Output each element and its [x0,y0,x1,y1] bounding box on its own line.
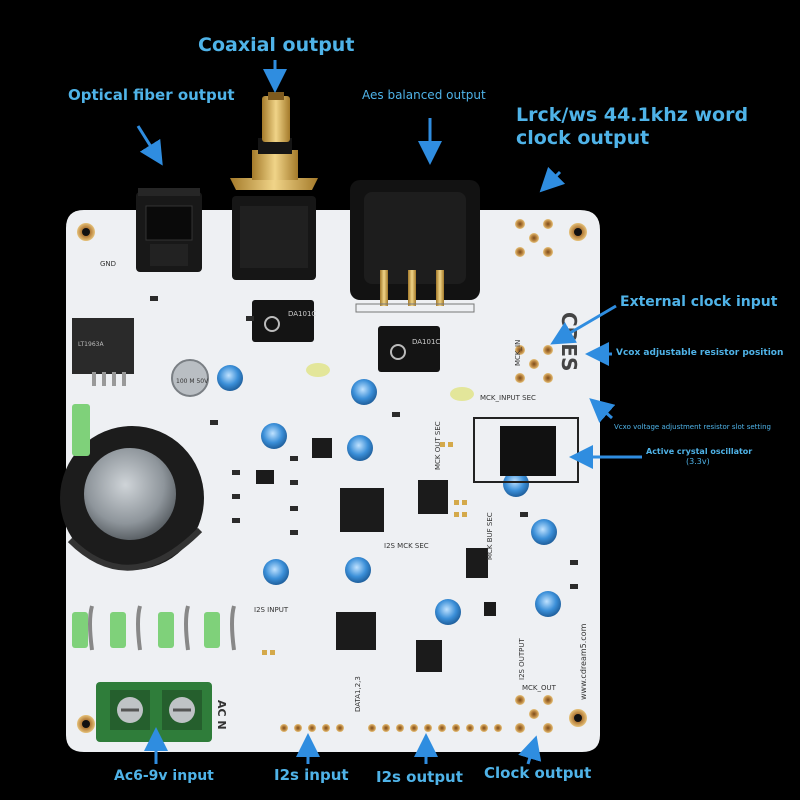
svg-text:I2S MCK SEC: I2S MCK SEC [384,542,429,550]
label-i2s-out: I2s output [376,768,463,786]
voltage-regulator: LT1963A [72,318,134,386]
label-vcox-pos: Vcox adjustable resistor position [616,348,784,358]
svg-text:MCK OUT SEC: MCK OUT SEC [434,421,442,470]
label-ext-clock: External clock input [620,294,778,310]
label-clock-out: Clock output [484,764,592,782]
svg-text:MCK_IN: MCK_IN [514,340,522,366]
svg-text:DATA1,2,3: DATA1,2,3 [354,676,362,712]
svg-text:AC N: AC N [215,700,228,730]
power-terminal [96,682,212,742]
i2s-output-header [368,724,502,732]
ic-chips [256,438,496,672]
arrow-vcox-slot [589,398,616,423]
label-aes: Aes balanced output [362,88,486,102]
svg-text:LT1963A: LT1963A [78,341,104,348]
smd-resistors [150,296,578,589]
label-vcox-slot: Vcxo voltage adjustment resistor slot se… [614,423,772,431]
silkscreen: CDES www.cdream5.com AC N GND MCK_IN MCK… [100,260,588,730]
label-osc-2: (3.3v) [686,457,710,466]
silver-capacitor: 100 M 50V [171,359,209,397]
pcb-board [66,210,600,752]
transformer-right: DA101C [378,326,440,372]
svg-text:I2S OUTPUT: I2S OUTPUT [518,638,526,680]
arrow-clock-out [518,735,542,765]
arrow-lrck [539,166,566,193]
svg-text:100 M 50V: 100 M 50V [176,378,209,385]
svg-text:GND: GND [100,260,116,268]
label-optical: Optical fiber output [68,86,235,104]
blue-capacitors [217,365,561,625]
svg-text:DA101C: DA101C [288,310,316,318]
svg-text:CDES: CDES [557,312,581,371]
svg-text:DA101C: DA101C [412,338,440,346]
big-capacitor [60,426,204,571]
label-power: Ac6-9v input [114,768,214,784]
label-osc-1: Active crystal oscillator [646,447,753,456]
ceramic-caps [72,363,474,648]
arrow-ext-clock [550,304,617,345]
label-lrck: Lrck/ws 44.1khz word clock output [516,104,749,149]
annotation-arrows [136,60,642,765]
clock-pads [515,219,553,733]
aes-xlr-connector [350,180,480,313]
i2s-input-header [280,724,344,732]
optical-connector [136,188,202,272]
label-coaxial: Coaxial output [198,34,355,56]
svg-text:www.cdream5.com: www.cdream5.com [579,623,588,700]
diodes [88,605,236,651]
coaxial-connector [230,92,318,280]
svg-text:I2S INPUT: I2S INPUT [254,606,289,614]
svg-text:MCK_INPUT SEC: MCK_INPUT SEC [480,394,536,402]
svg-text:MCK BUF SEC: MCK BUF SEC [486,512,494,560]
mounting-holes [77,223,587,733]
arrow-optical [136,125,163,166]
svg-text:MCK_OUT: MCK_OUT [522,684,557,692]
jumper-pads [262,442,467,655]
label-i2s-in: I2s input [274,766,349,784]
transformer-left: DA101C [252,300,316,342]
